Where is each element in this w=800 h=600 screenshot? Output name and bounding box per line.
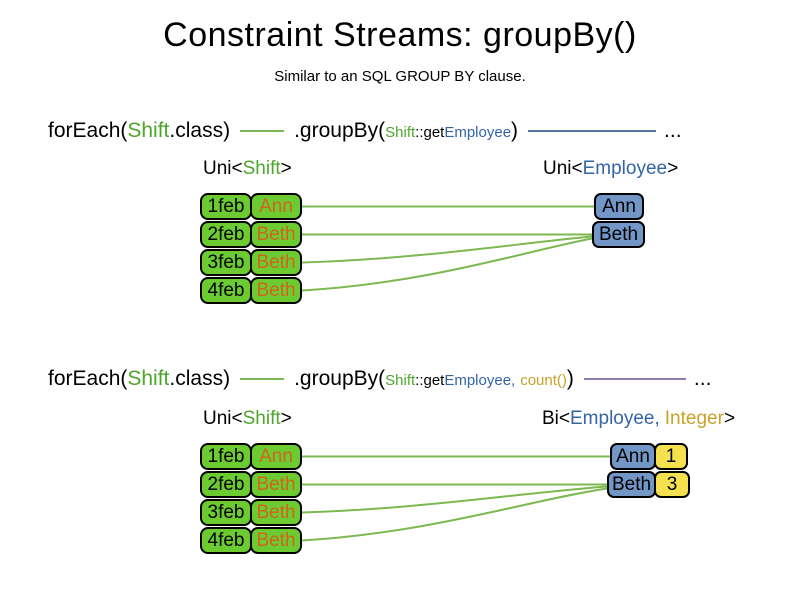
- group-box-beth: Beth: [592, 221, 645, 248]
- groupby-arg-accessor: ::get: [415, 124, 445, 141]
- line-shift3-to-beth: [301, 235, 593, 264]
- group-box-ann: Ann: [594, 193, 644, 220]
- shift-employee: Beth: [250, 277, 302, 304]
- foreach-call-2: forEach(Shift.class): [48, 367, 230, 391]
- line-shift4-to-beth: [301, 237, 593, 292]
- label-close: >: [667, 158, 679, 179]
- foreach-close: .class): [169, 119, 231, 142]
- shift-employee: Beth: [250, 249, 302, 276]
- groupby-arg-type: Shift: [385, 372, 416, 389]
- stream-connector-green-2: [240, 378, 285, 380]
- label-close: >: [280, 408, 292, 429]
- group-employee: Ann: [610, 443, 656, 470]
- group-row-ann: Ann 1: [610, 443, 688, 470]
- foreach-call-1: forEach(Shift.class): [48, 119, 230, 143]
- ellipsis-1: ...: [664, 119, 682, 142]
- label-open: Uni<: [543, 158, 583, 179]
- label-type1: Employee,: [570, 408, 660, 429]
- shift-date: 4feb: [200, 277, 252, 304]
- shift-row-2: 2feb Beth: [200, 471, 302, 498]
- shift-employee: Beth: [250, 471, 302, 498]
- groupby-open: .groupBy(: [294, 119, 386, 142]
- shift-row-1: 1feb Ann: [200, 443, 302, 470]
- group-count: 3: [654, 471, 690, 498]
- shift-date: 2feb: [200, 221, 252, 248]
- page-subtitle: Similar to an SQL GROUP BY clause.: [274, 68, 526, 85]
- group-employee: Beth: [607, 471, 656, 498]
- label-open: Uni<: [203, 408, 243, 429]
- label-close: >: [723, 408, 736, 429]
- foreach-close: .class): [169, 367, 231, 390]
- shift-date: 3feb: [200, 249, 252, 276]
- foreach-type: Shift: [127, 367, 170, 390]
- label-type2: Integer: [664, 408, 724, 429]
- groupby-close: ): [511, 119, 519, 142]
- ellipsis-2: ...: [693, 367, 712, 390]
- line2-shift3-to-beth: [301, 485, 608, 514]
- source-type-label-1: Uni<Shift>: [203, 158, 292, 180]
- shift-row-3: 3feb Beth: [200, 249, 302, 276]
- stream-connector-green-1: [240, 130, 285, 132]
- groupby-arg-accessor: ::get: [415, 372, 445, 389]
- shift-employee: Ann: [250, 193, 302, 220]
- label-type: Shift: [242, 408, 281, 429]
- shift-date: 1feb: [200, 193, 252, 220]
- page-title: Constraint Streams: groupBy(): [163, 16, 637, 54]
- shift-row-1: 1feb Ann: [200, 193, 302, 220]
- foreach-open: forEach(: [48, 119, 128, 142]
- groupby-arg-field: Employee: [444, 124, 512, 141]
- groupby-arg-type: Shift: [385, 124, 416, 141]
- group-count: 1: [654, 443, 688, 470]
- code-line-2: forEach(Shift.class) .groupBy(Shift::get…: [48, 365, 711, 393]
- label-open: Bi<: [542, 408, 570, 429]
- result-type-label-1: Uni<Employee>: [543, 158, 678, 180]
- label-close: >: [280, 158, 292, 179]
- stream-connector-blue-1: [528, 130, 657, 132]
- result-type-label-2: Bi<Employee,Integer>: [542, 408, 735, 430]
- shift-date: 4feb: [200, 527, 252, 554]
- groupby-arg-count: count(): [520, 372, 567, 389]
- shift-employee: Beth: [250, 527, 302, 554]
- stream-connector-purple-2: [583, 378, 686, 380]
- shift-employee: Beth: [250, 221, 302, 248]
- groupby-open: .groupBy(: [294, 367, 386, 390]
- groupby-call-2: .groupBy(Shift::getEmployee,count()): [294, 367, 574, 391]
- shift-employee: Ann: [250, 443, 302, 470]
- label-type: Shift: [242, 158, 281, 179]
- shift-employee: Beth: [250, 499, 302, 526]
- label-open: Uni<: [203, 158, 243, 179]
- group-row-beth: Beth 3: [607, 471, 690, 498]
- shift-date: 3feb: [200, 499, 252, 526]
- groupby-call-1: .groupBy(Shift::getEmployee): [294, 119, 518, 143]
- groupby-close: ): [566, 367, 574, 390]
- shift-row-4: 4feb Beth: [200, 277, 302, 304]
- source-type-label-2: Uni<Shift>: [203, 408, 292, 430]
- code-line-1: forEach(Shift.class) .groupBy(Shift::get…: [48, 117, 682, 145]
- label-type: Employee: [582, 158, 668, 179]
- shift-date: 1feb: [200, 443, 252, 470]
- shift-row-3: 3feb Beth: [200, 499, 302, 526]
- shift-row-4: 4feb Beth: [200, 527, 302, 554]
- shift-row-2: 2feb Beth: [200, 221, 302, 248]
- groupby-arg-field: Employee,: [444, 372, 516, 389]
- foreach-open: forEach(: [48, 367, 128, 390]
- foreach-type: Shift: [127, 119, 170, 142]
- line2-shift4-to-beth: [301, 487, 608, 542]
- shift-date: 2feb: [200, 471, 252, 498]
